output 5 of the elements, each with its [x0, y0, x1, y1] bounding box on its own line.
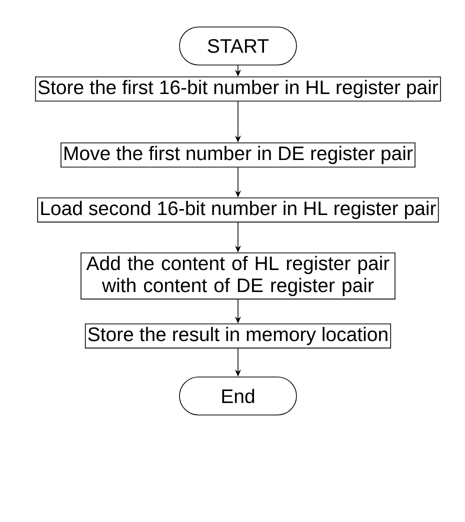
process-box: Add the content of HL register pair with content of DE register pair [80, 252, 396, 300]
process-box: Move the first number in DE register pair [60, 142, 416, 168]
process-box: Store the first 16-bit number in HL register pair [35, 76, 441, 102]
process-box: Store the result in memory location [84, 324, 392, 348]
process-box: Load second 16-bit number in HL register pair [37, 198, 439, 222]
